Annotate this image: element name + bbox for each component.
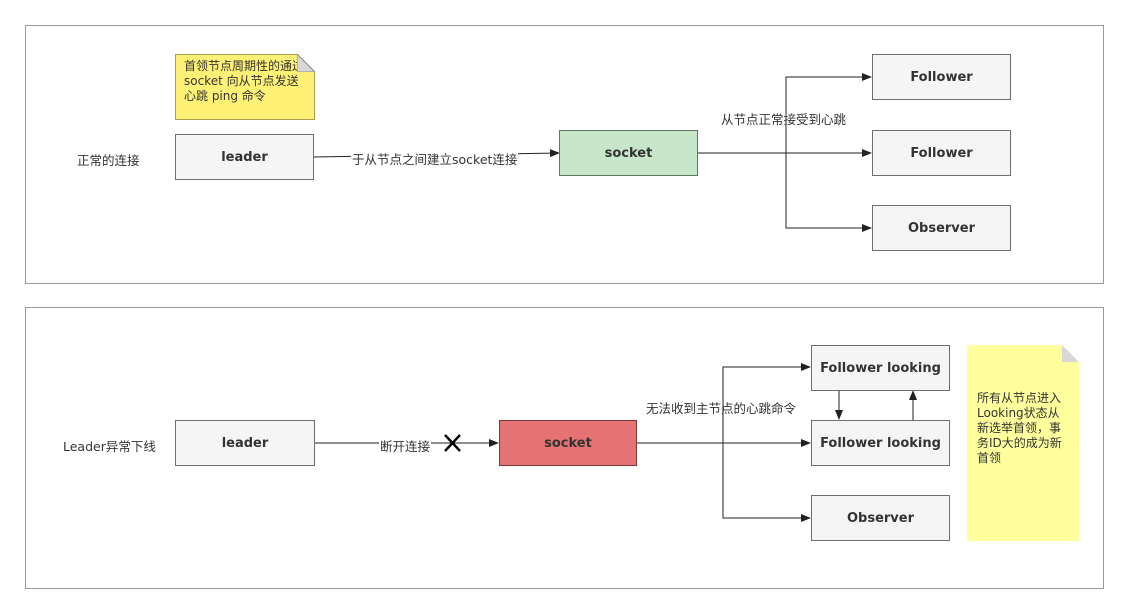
no-heartbeat-label: 无法收到主节点的心跳命令: [646, 401, 797, 416]
follower-node-2[interactable]: Follower: [872, 130, 1011, 176]
reelection-note-text: 所有从节点进入Looking状态从新选举首领，事务ID大的成为新首领: [977, 391, 1062, 465]
socket-node[interactable]: socket: [559, 130, 698, 176]
leader-heartbeat-note-text: 首领节点周期性的通过 socket 向从节点发送 心跳 ping 命令: [184, 59, 305, 103]
edge-socket-observer-bottom: [722, 443, 811, 522]
observer-node-bottom[interactable]: Observer: [811, 495, 950, 541]
edge-socket-observer: [785, 153, 872, 232]
socket-node-failed[interactable]: socket: [499, 420, 637, 466]
socket-connection-label: 于从节点之间建立socket连接: [351, 149, 519, 168]
leader-node[interactable]: leader: [175, 134, 314, 180]
edge-socket-follower1: [785, 73, 872, 153]
note-fold-icon: [297, 54, 315, 72]
note-fold-icon: [1062, 345, 1079, 362]
leader-offline-label: Leader异常下线: [63, 439, 156, 454]
heartbeat-received-label: 从节点正常接受到心跳: [721, 112, 847, 127]
reelection-note: 所有从节点进入Looking状态从新选举首领，事务ID大的成为新首领: [967, 345, 1079, 541]
leader-heartbeat-note: 首领节点周期性的通过 socket 向从节点发送 心跳 ping 命令: [175, 54, 315, 120]
observer-node[interactable]: Observer: [872, 205, 1011, 251]
follower-node-1[interactable]: Follower: [872, 54, 1011, 100]
leader-node-offline[interactable]: leader: [175, 420, 315, 466]
follower-looking-node-2[interactable]: Follower looking: [811, 420, 950, 466]
normal-connection-label: 正常的连接: [77, 153, 140, 168]
disconnect-cross-icon: [444, 434, 461, 452]
follower-looking-node-1[interactable]: Follower looking: [811, 345, 950, 391]
edge-socket-follower-looking1: [722, 363, 811, 443]
disconnect-label: 断开连接: [379, 436, 432, 455]
